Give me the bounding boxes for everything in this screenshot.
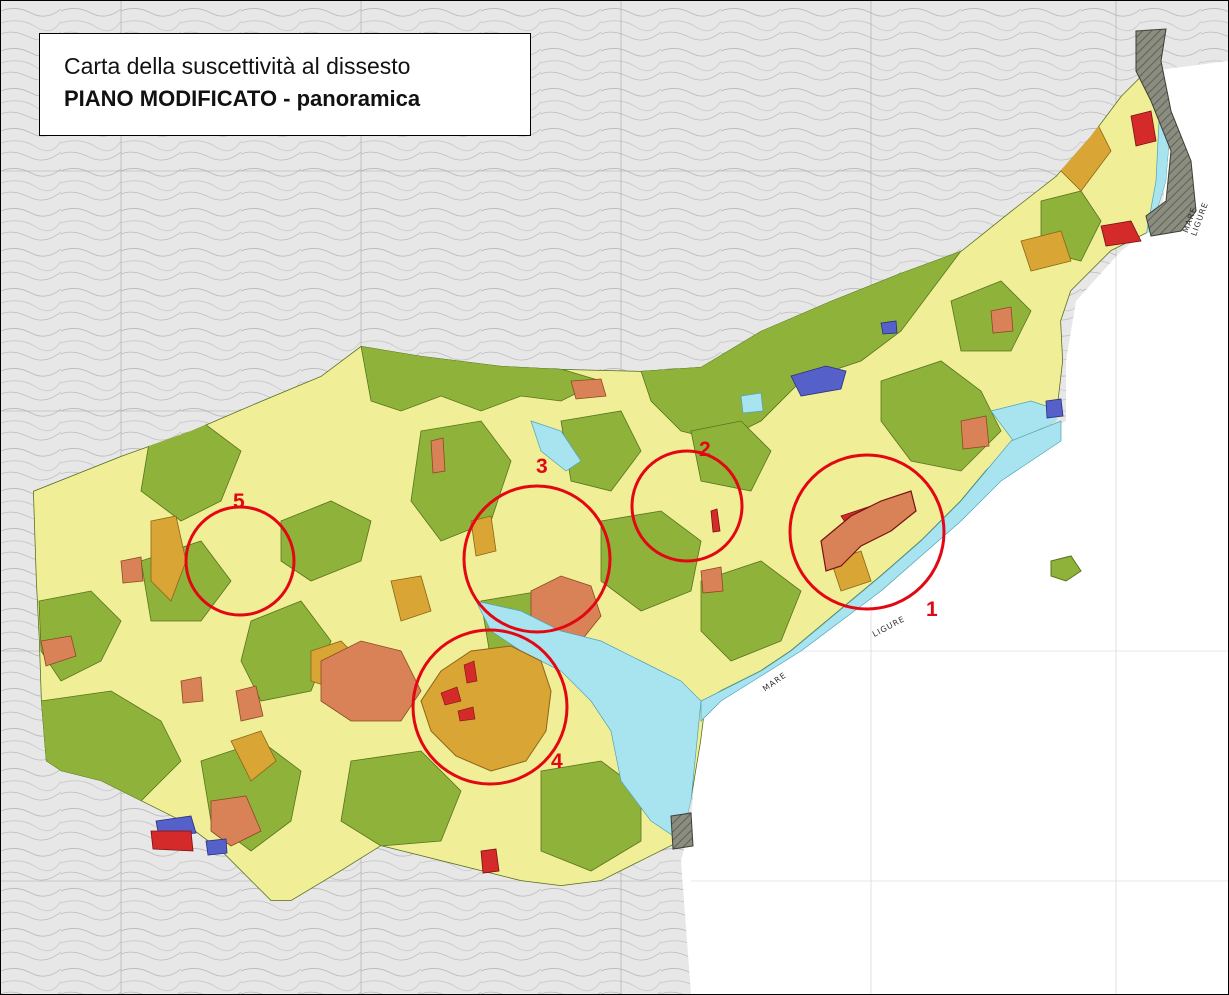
zone-4-landslide-body: [420, 645, 552, 772]
red-block-sw: [150, 830, 194, 852]
site-label-5: 5: [233, 490, 245, 513]
harbour-breakwater: [1135, 28, 1197, 237]
site-label-1: 1: [926, 598, 938, 621]
circle-site-4[interactable]: [411, 628, 569, 786]
island: [1050, 555, 1082, 582]
map-subtitle: PIANO MODIFICATO - panoramica: [64, 86, 421, 111]
site-label-3: 3: [536, 455, 548, 478]
zone-1-landslide-body: [820, 490, 917, 572]
circle-site-1[interactable]: [788, 453, 946, 611]
zones-very-low: [38, 190, 1102, 872]
river-mouth-structure: [670, 812, 694, 850]
map-title: Carta della suscettività al dissesto: [64, 53, 411, 79]
coastal-strip: [700, 420, 1062, 722]
site-label-4: 4: [551, 750, 563, 773]
circle-site-2[interactable]: [630, 449, 744, 563]
circle-site-3[interactable]: [462, 484, 612, 634]
zone-4-very-high: [440, 660, 478, 722]
circle-site-5[interactable]: [184, 505, 296, 617]
sea-area: [681, 61, 1228, 994]
site-label-2: 2: [699, 438, 711, 461]
map-title-box: Carta della suscettività al dissesto PIA…: [39, 33, 531, 136]
highlight-circles: [184, 449, 946, 786]
